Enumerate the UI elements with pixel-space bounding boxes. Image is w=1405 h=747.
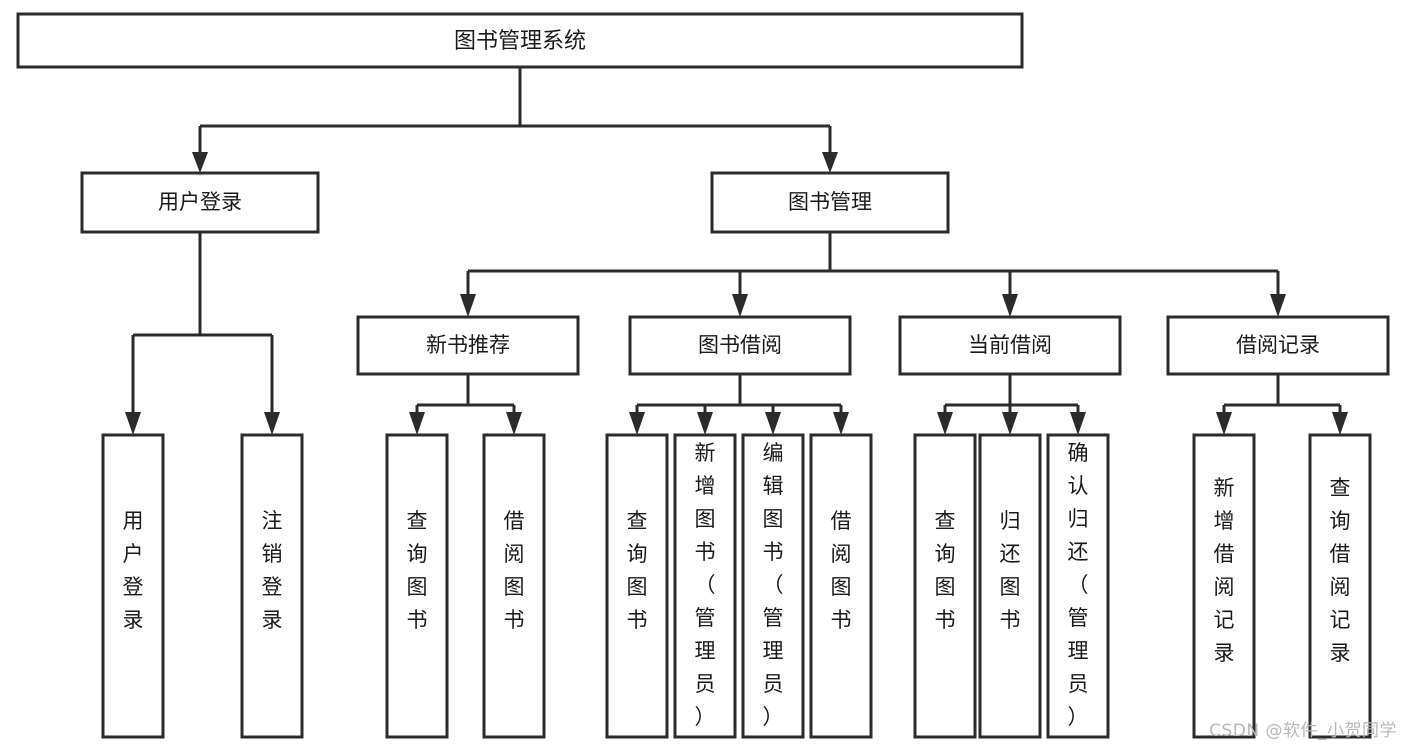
node-leaf-logout-login-box[interactable] xyxy=(240,433,304,739)
connector-group xyxy=(125,67,1348,435)
node-leaf-logout-login[interactable]: 注销登录 xyxy=(240,433,304,739)
arrow-to-book-management xyxy=(822,152,838,173)
arrow-to-leaf-add-book xyxy=(697,412,713,435)
node-leaf-return-book-label: 归还图书 xyxy=(1000,509,1021,632)
arrow-to-borrow-record xyxy=(1270,294,1286,317)
node-leaf-add-book-label: 新增图书（管理员） xyxy=(695,441,716,729)
node-leaf-return-book[interactable]: 归还图书 xyxy=(978,433,1042,739)
node-borrow-record-box[interactable] xyxy=(1166,315,1390,376)
node-borrow-record-label: 借阅记录 xyxy=(1236,333,1320,357)
node-user-login[interactable]: 用户登录 xyxy=(80,171,320,234)
node-book-management-label: 图书管理 xyxy=(788,190,872,214)
node-leaf-query-book-2-box[interactable] xyxy=(605,433,669,739)
node-leaf-borrow-book-1-box[interactable] xyxy=(482,433,546,739)
node-leaf-borrow-book-2-label: 借阅图书 xyxy=(831,509,852,632)
node-leaf-query-book-3-label: 查询图书 xyxy=(935,509,956,632)
node-leaf-query-book-2-label: 查询图书 xyxy=(627,509,648,632)
node-leaf-user-login[interactable]: 用户登录 xyxy=(101,433,165,739)
node-leaf-confirm-return-box[interactable] xyxy=(1046,433,1110,739)
node-leaf-query-book-3-box[interactable] xyxy=(913,433,977,739)
node-leaf-borrow-book-2[interactable]: 借阅图书 xyxy=(809,433,873,739)
node-current-borrow-box[interactable] xyxy=(898,315,1122,376)
node-new-book-recommend[interactable]: 新书推荐 xyxy=(356,315,580,376)
node-book-management[interactable]: 图书管理 xyxy=(710,171,950,234)
node-root[interactable]: 图书管理系统 xyxy=(16,12,1024,69)
arrow-to-leaf-return-book xyxy=(1002,412,1018,435)
node-leaf-add-book[interactable]: 新增图书（管理员） xyxy=(673,433,737,739)
arrow-to-leaf-edit-book xyxy=(765,412,781,435)
node-current-borrow-label: 当前借阅 xyxy=(968,333,1052,357)
node-leaf-add-record-label: 新增借阅记录 xyxy=(1214,476,1235,665)
node-book-borrow-box[interactable] xyxy=(628,315,852,376)
node-new-book-recommend-box[interactable] xyxy=(356,315,580,376)
node-leaf-add-record[interactable]: 新增借阅记录 xyxy=(1192,433,1256,739)
arrow-to-leaf-query-record xyxy=(1332,412,1348,435)
arrow-to-leaf-query-book-2 xyxy=(629,412,645,435)
node-leaf-logout-login-label: 注销登录 xyxy=(262,509,283,632)
node-user-login-box[interactable] xyxy=(80,171,320,234)
arrow-to-leaf-logout-login xyxy=(264,412,280,435)
node-leaf-confirm-return-label: 确认归还（管理员） xyxy=(1068,441,1089,729)
node-leaf-edit-book[interactable]: 编辑图书（管理员） xyxy=(741,433,805,739)
arrow-to-leaf-query-book-3 xyxy=(937,412,953,435)
node-leaf-add-book-box[interactable] xyxy=(673,433,737,739)
arrow-to-leaf-borrow-book-1 xyxy=(506,412,522,435)
arrow-to-leaf-user-login xyxy=(125,412,141,435)
node-leaf-borrow-book-2-box[interactable] xyxy=(809,433,873,739)
node-leaf-query-book-1[interactable]: 查询图书 xyxy=(385,433,449,739)
node-leaf-query-book-1-box[interactable] xyxy=(385,433,449,739)
arrow-to-leaf-borrow-book-2 xyxy=(833,412,849,435)
arrow-to-leaf-confirm-return xyxy=(1070,412,1086,435)
node-leaf-edit-book-box[interactable] xyxy=(741,433,805,739)
node-book-borrow[interactable]: 图书借阅 xyxy=(628,315,852,376)
node-leaf-user-login-label: 用户登录 xyxy=(123,509,144,632)
node-leaf-query-book-1-label: 查询图书 xyxy=(407,509,428,632)
node-leaf-add-record-box[interactable] xyxy=(1192,433,1256,739)
node-root-box[interactable] xyxy=(16,12,1024,69)
arrow-to-new-book-recommend xyxy=(460,294,476,317)
node-leaf-borrow-book-1[interactable]: 借阅图书 xyxy=(482,433,546,739)
node-user-login-label: 用户登录 xyxy=(158,190,242,214)
arrow-to-leaf-query-book-1 xyxy=(409,412,425,435)
node-new-book-recommend-label: 新书推荐 xyxy=(426,333,510,357)
node-root-label: 图书管理系统 xyxy=(454,29,586,54)
watermark-csdn: CSDN @软件_小贺同学 xyxy=(1209,721,1397,741)
node-book-borrow-label: 图书借阅 xyxy=(698,333,782,357)
node-leaf-confirm-return[interactable]: 确认归还（管理员） xyxy=(1046,433,1110,739)
node-current-borrow[interactable]: 当前借阅 xyxy=(898,315,1122,376)
node-leaf-borrow-book-1-label: 借阅图书 xyxy=(504,509,525,632)
node-leaf-query-record-box[interactable] xyxy=(1308,433,1372,739)
node-book-management-box[interactable] xyxy=(710,171,950,234)
arrow-to-book-borrow xyxy=(732,294,748,317)
node-leaf-query-record[interactable]: 查询借阅记录 xyxy=(1308,433,1372,739)
arrow-to-current-borrow xyxy=(1002,294,1018,317)
node-leaf-user-login-box[interactable] xyxy=(101,433,165,739)
node-leaf-query-record-label: 查询借阅记录 xyxy=(1330,476,1351,665)
node-leaf-query-book-3[interactable]: 查询图书 xyxy=(913,433,977,739)
node-leaf-edit-book-label: 编辑图书（管理员） xyxy=(763,441,784,729)
node-leaf-return-book-box[interactable] xyxy=(978,433,1042,739)
node-borrow-record[interactable]: 借阅记录 xyxy=(1166,315,1390,376)
arrow-to-leaf-add-record xyxy=(1216,412,1232,435)
node-leaf-query-book-2[interactable]: 查询图书 xyxy=(605,433,669,739)
arrow-to-user-login xyxy=(192,152,208,173)
